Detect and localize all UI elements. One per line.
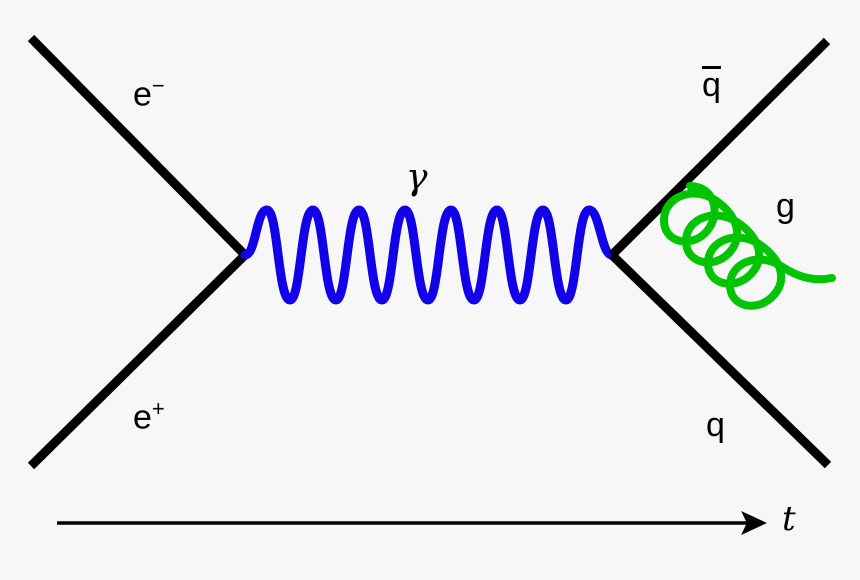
- quark-line: [608, 251, 832, 469]
- label-positron-charge: +: [151, 396, 165, 421]
- electron-line-group: [27, 34, 249, 259]
- quark-arrowhead: [611, 254, 730, 370]
- antiquark-arrowhead: [724, 40, 828, 144]
- positron-arrowhead: [134, 254, 246, 365]
- label-antiquark: q: [702, 66, 721, 104]
- label-electron: e−: [133, 73, 165, 114]
- positron-line-group: [27, 251, 249, 470]
- label-electron-symbol: e: [133, 75, 152, 114]
- quark-line-group: [608, 251, 832, 469]
- gluon-helix-line: [660, 182, 836, 310]
- label-electron-charge: −: [151, 73, 165, 98]
- overbar-rule: [702, 66, 721, 69]
- antiquark-line: [608, 37, 831, 259]
- label-positron-symbol: e: [133, 398, 152, 437]
- electron-arrowhead: [30, 37, 144, 152]
- photon-wave-line: [240, 205, 617, 305]
- label-photon: γ: [406, 157, 428, 198]
- electron-line: [27, 34, 249, 259]
- label-antiquark-symbol: q: [702, 66, 721, 104]
- label-antiquark-barwrap: q: [702, 66, 721, 104]
- label-quark: q: [706, 406, 725, 444]
- label-gluon: g: [776, 187, 795, 225]
- label-positron: e+: [133, 396, 165, 437]
- positron-line: [27, 251, 249, 470]
- gluon-coil-group: [660, 182, 836, 310]
- label-time-axis: t: [782, 499, 796, 539]
- antiquark-line-group: [608, 37, 831, 259]
